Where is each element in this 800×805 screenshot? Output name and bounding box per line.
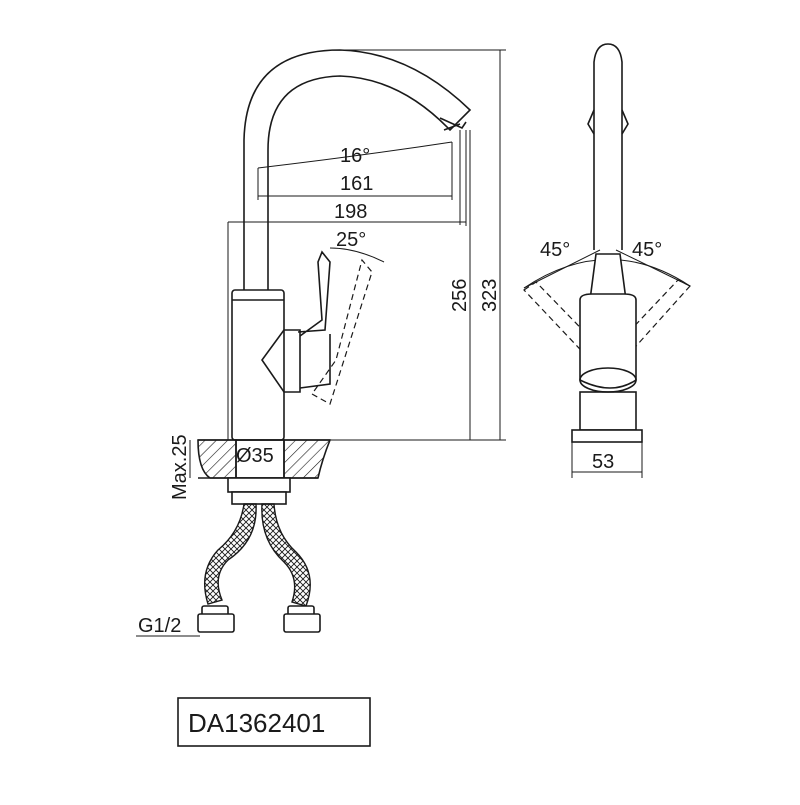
label-height-outlet: 256 xyxy=(449,279,471,312)
dimension-lines xyxy=(136,49,506,637)
label-deck-thickness: Max.25 xyxy=(169,434,191,500)
spout xyxy=(243,49,472,290)
label-height-total: 323 xyxy=(479,279,501,312)
faucet-body xyxy=(231,289,285,441)
label-angle-spout: 16° xyxy=(340,145,370,167)
front-labels: 45° 45° 53 xyxy=(540,239,662,473)
hose-left xyxy=(204,503,257,605)
label-angle-lever: 25° xyxy=(336,229,366,251)
label-reach-inner: 161 xyxy=(340,173,373,195)
dimension-labels: 16° 161 198 25° 256 323 Max.25 Ø35 G1/2 xyxy=(138,145,501,637)
lever xyxy=(297,250,331,389)
side-view xyxy=(197,49,472,633)
front-spout xyxy=(593,43,623,250)
label-base-width: 53 xyxy=(592,451,614,473)
label-angle-right: 45° xyxy=(632,239,662,261)
front-view xyxy=(523,43,691,478)
model-code: DA1362401 xyxy=(188,708,325,738)
label-connection: G1/2 xyxy=(138,615,181,637)
lever-tilted xyxy=(311,258,373,405)
label-hole-diameter: Ø35 xyxy=(236,445,274,467)
label-reach-outer: 198 xyxy=(334,201,367,223)
model-code-box xyxy=(177,697,371,747)
label-angle-left: 45° xyxy=(540,239,570,261)
hose-right xyxy=(261,503,311,607)
front-body xyxy=(579,293,637,389)
